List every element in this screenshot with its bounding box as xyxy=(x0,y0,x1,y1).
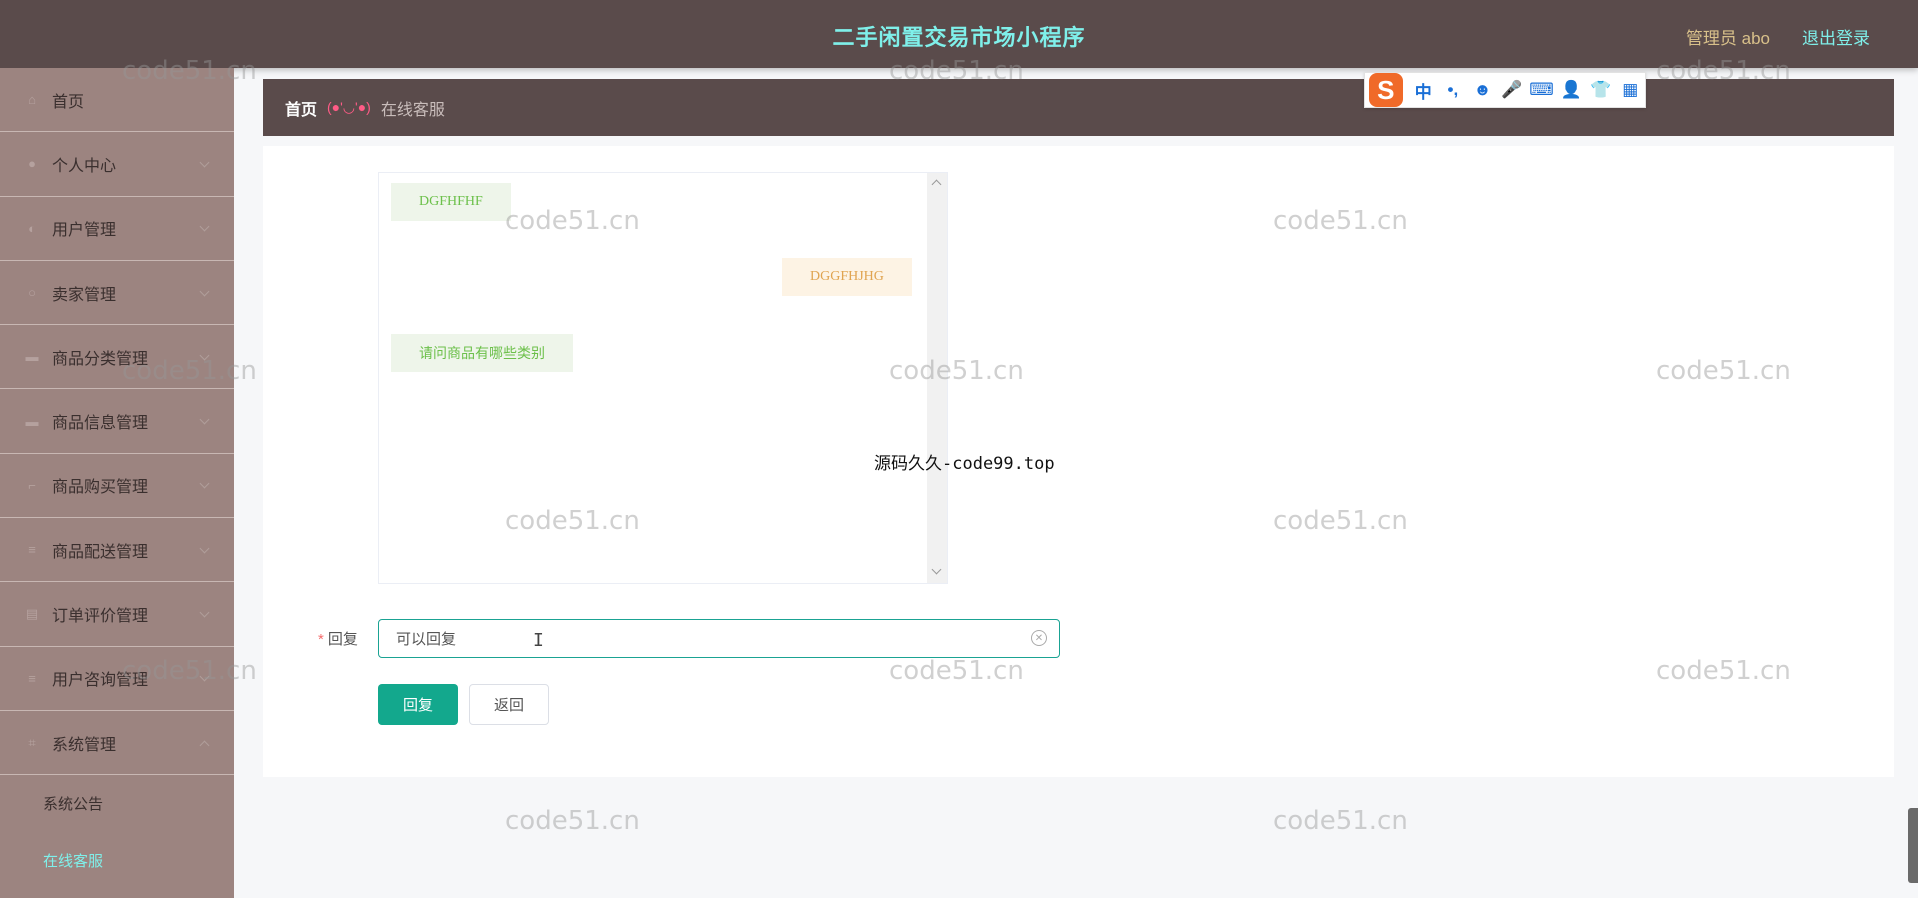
breadcrumb-home[interactable]: 首页 xyxy=(285,101,318,119)
sidebar-item-home[interactable]: ⌂ 首页 xyxy=(0,68,234,133)
app-title: 二手闲置交易市场小程序 xyxy=(832,25,1086,50)
seller-icon: ○ xyxy=(28,285,36,301)
breadcrumb-current: 在线客服 xyxy=(380,101,445,119)
sidebar-item-goods[interactable]: ▬ 商品信息管理 xyxy=(0,389,234,454)
chevron-down-icon xyxy=(199,607,210,618)
chevron-up-icon xyxy=(199,740,210,751)
sidebar-item-label: 商品配送管理 xyxy=(52,543,149,561)
chat-scrollbar[interactable] xyxy=(927,173,947,583)
ime-microphone-icon[interactable]: 🎤 xyxy=(1501,80,1523,99)
sidebar-item-label: 首页 xyxy=(52,93,85,111)
chevron-down-icon xyxy=(199,671,210,682)
delivery-icon: ≡ xyxy=(28,542,36,558)
chevron-down-icon xyxy=(199,221,210,232)
chevron-down-icon xyxy=(199,286,210,296)
chevron-down-icon xyxy=(199,478,210,489)
chat-message: DGFHFHF xyxy=(391,183,511,221)
breadcrumb: 首页 (●'◡'●) 在线客服 xyxy=(263,79,1894,136)
sidebar-item-label: 商品购买管理 xyxy=(52,479,149,497)
text-cursor-icon: I xyxy=(533,630,544,651)
breadcrumb-emoticon: (●'◡'●) xyxy=(327,99,371,115)
top-header: 二手闲置交易市场小程序 管理员 abo 退出登录 xyxy=(0,0,1918,68)
watermark: code51.cn xyxy=(1273,806,1408,836)
sidebar: ⌂ 首页 ● 个人中心 ◐ 用户管理 ○ 卖家管理 ▬ 商品分类管理 ▬ 商品信… xyxy=(0,68,234,898)
sidebar-item-label: 商品信息管理 xyxy=(52,415,149,433)
settings-icon: ⌗ xyxy=(28,734,36,750)
users-icon: ◐ xyxy=(28,220,36,236)
sidebar-item-delivery[interactable]: ≡ 商品配送管理 xyxy=(0,518,234,583)
sidebar-subitem-announcement[interactable]: 系统公告 xyxy=(43,796,104,814)
reply-input[interactable] xyxy=(378,619,1060,658)
sogou-logo-icon[interactable]: S xyxy=(1369,73,1403,107)
sidebar-item-label: 系统管理 xyxy=(52,736,117,754)
sidebar-item-category[interactable]: ▬ 商品分类管理 xyxy=(0,325,234,390)
cart-icon: ⌐ xyxy=(28,477,36,493)
consult-icon: ≡ xyxy=(28,670,36,686)
floating-side-widget[interactable] xyxy=(1908,808,1918,883)
chevron-down-icon xyxy=(199,157,210,168)
chat-history[interactable]: DGFHFHF DGGFHJHG 请问商品有哪些类别 xyxy=(378,172,948,584)
sidebar-item-label: 用户管理 xyxy=(52,222,117,240)
chevron-down-icon xyxy=(199,350,210,361)
watermark: code51.cn xyxy=(505,806,640,836)
ime-keyboard-icon[interactable]: ⌨ xyxy=(1529,80,1554,99)
sidebar-item-label: 订单评价管理 xyxy=(52,608,149,626)
overlay-watermark-text: 源码久久-code99.top xyxy=(874,454,1055,474)
chat-message: DGGFHJHG xyxy=(782,258,912,296)
user-icon: ● xyxy=(28,156,36,172)
logout-link[interactable]: 退出登录 xyxy=(1802,29,1870,48)
reply-label: *回复 xyxy=(318,628,358,649)
goods-icon: ▬ xyxy=(25,413,39,429)
ime-chinese-mode-icon[interactable]: 中 xyxy=(1414,82,1432,102)
sidebar-item-label: 用户咨询管理 xyxy=(52,672,149,690)
chevron-down-icon xyxy=(199,543,210,554)
chat-message: 请问商品有哪些类别 xyxy=(391,334,573,372)
category-icon: ▬ xyxy=(25,349,39,365)
reply-button[interactable]: 回复 xyxy=(378,684,458,725)
sidebar-item-reviews[interactable]: ▤ 订单评价管理 xyxy=(0,582,234,647)
scroll-down-icon[interactable] xyxy=(931,564,942,575)
ime-skin-icon[interactable]: 👕 xyxy=(1590,80,1612,99)
sidebar-item-label: 商品分类管理 xyxy=(52,350,149,368)
sidebar-item-consult[interactable]: ≡ 用户咨询管理 xyxy=(0,647,234,711)
sidebar-item-purchase[interactable]: ⌐ 商品购买管理 xyxy=(0,454,234,519)
sidebar-item-sellers[interactable]: ○ 卖家管理 xyxy=(0,261,234,326)
admin-username: 管理员 abo xyxy=(1685,29,1770,48)
home-icon: ⌂ xyxy=(28,92,36,108)
ime-account-icon[interactable]: 👤 xyxy=(1560,80,1582,99)
clear-input-icon[interactable]: ✕ xyxy=(1031,630,1047,646)
sidebar-subitem-online-service[interactable]: 在线客服 xyxy=(43,853,104,871)
sidebar-item-label: 卖家管理 xyxy=(52,286,117,304)
review-icon: ▤ xyxy=(25,606,39,622)
sidebar-item-system[interactable]: ⌗ 系统管理 xyxy=(0,711,234,776)
sidebar-item-label: 个人中心 xyxy=(52,157,117,175)
ime-emoji-icon[interactable]: ☻ xyxy=(1473,80,1492,99)
sidebar-item-personal-center[interactable]: ● 个人中心 xyxy=(0,132,234,197)
chevron-down-icon xyxy=(199,414,210,425)
ime-punctuation-icon[interactable]: •, xyxy=(1447,80,1459,99)
sidebar-item-users[interactable]: ◐ 用户管理 xyxy=(0,197,234,261)
ime-toolbox-icon[interactable]: ▦ xyxy=(1622,80,1639,99)
back-button[interactable]: 返回 xyxy=(469,684,549,725)
reply-label-text: 回复 xyxy=(327,631,358,648)
ime-toolbar: S 中 •, ☻ 🎤 ⌨ 👤 👕 ▦ xyxy=(1364,72,1646,108)
scroll-up-icon[interactable] xyxy=(931,179,942,190)
required-mark: * xyxy=(318,631,324,648)
